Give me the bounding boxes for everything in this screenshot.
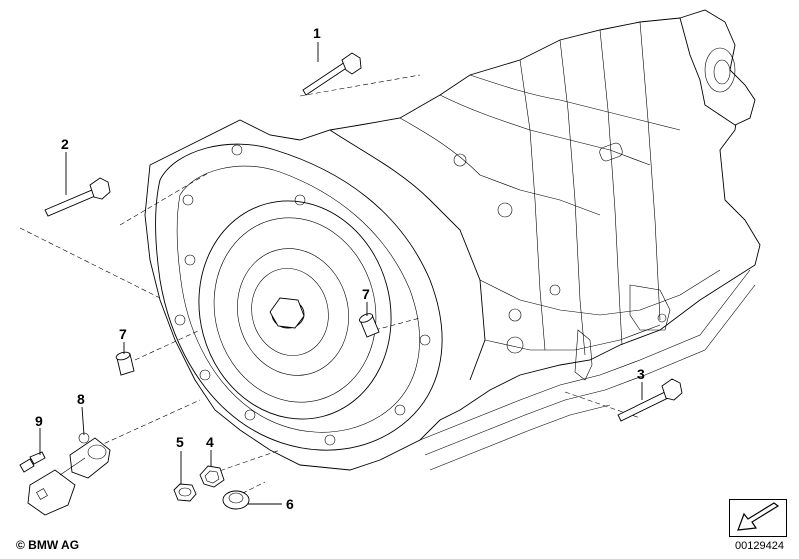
copyright-label: © BMW AG bbox=[16, 538, 80, 552]
callout-7-center: 7 bbox=[362, 286, 370, 302]
dowel-sleeve-part-7a bbox=[359, 313, 380, 338]
callout-7-left: 7 bbox=[119, 326, 127, 342]
dowel-sleeve-part-7b bbox=[115, 351, 135, 376]
nav-arrow-button[interactable] bbox=[729, 499, 787, 537]
bolt-part-3 bbox=[617, 378, 683, 422]
diagram-id-label: 00129424 bbox=[735, 540, 784, 552]
bolt-part-1 bbox=[302, 52, 362, 96]
bolt-part-2 bbox=[44, 177, 111, 217]
callout-1: 1 bbox=[313, 25, 321, 41]
callout-5: 5 bbox=[176, 434, 184, 450]
bolt-part-9 bbox=[19, 451, 46, 473]
seal-part-6 bbox=[222, 490, 250, 510]
speed-sensor-part-8 bbox=[27, 432, 111, 516]
nut-part-5 bbox=[173, 483, 197, 502]
gasket-part-4 bbox=[199, 465, 225, 488]
callout-9: 9 bbox=[35, 413, 43, 429]
transmission-housing bbox=[144, 9, 761, 471]
callout-2: 2 bbox=[61, 136, 69, 152]
callout-6: 6 bbox=[286, 496, 294, 512]
callout-3: 3 bbox=[637, 366, 645, 382]
arrow-down-left-icon bbox=[737, 502, 780, 531]
callout-4: 4 bbox=[206, 434, 214, 450]
callout-8: 8 bbox=[77, 391, 85, 407]
